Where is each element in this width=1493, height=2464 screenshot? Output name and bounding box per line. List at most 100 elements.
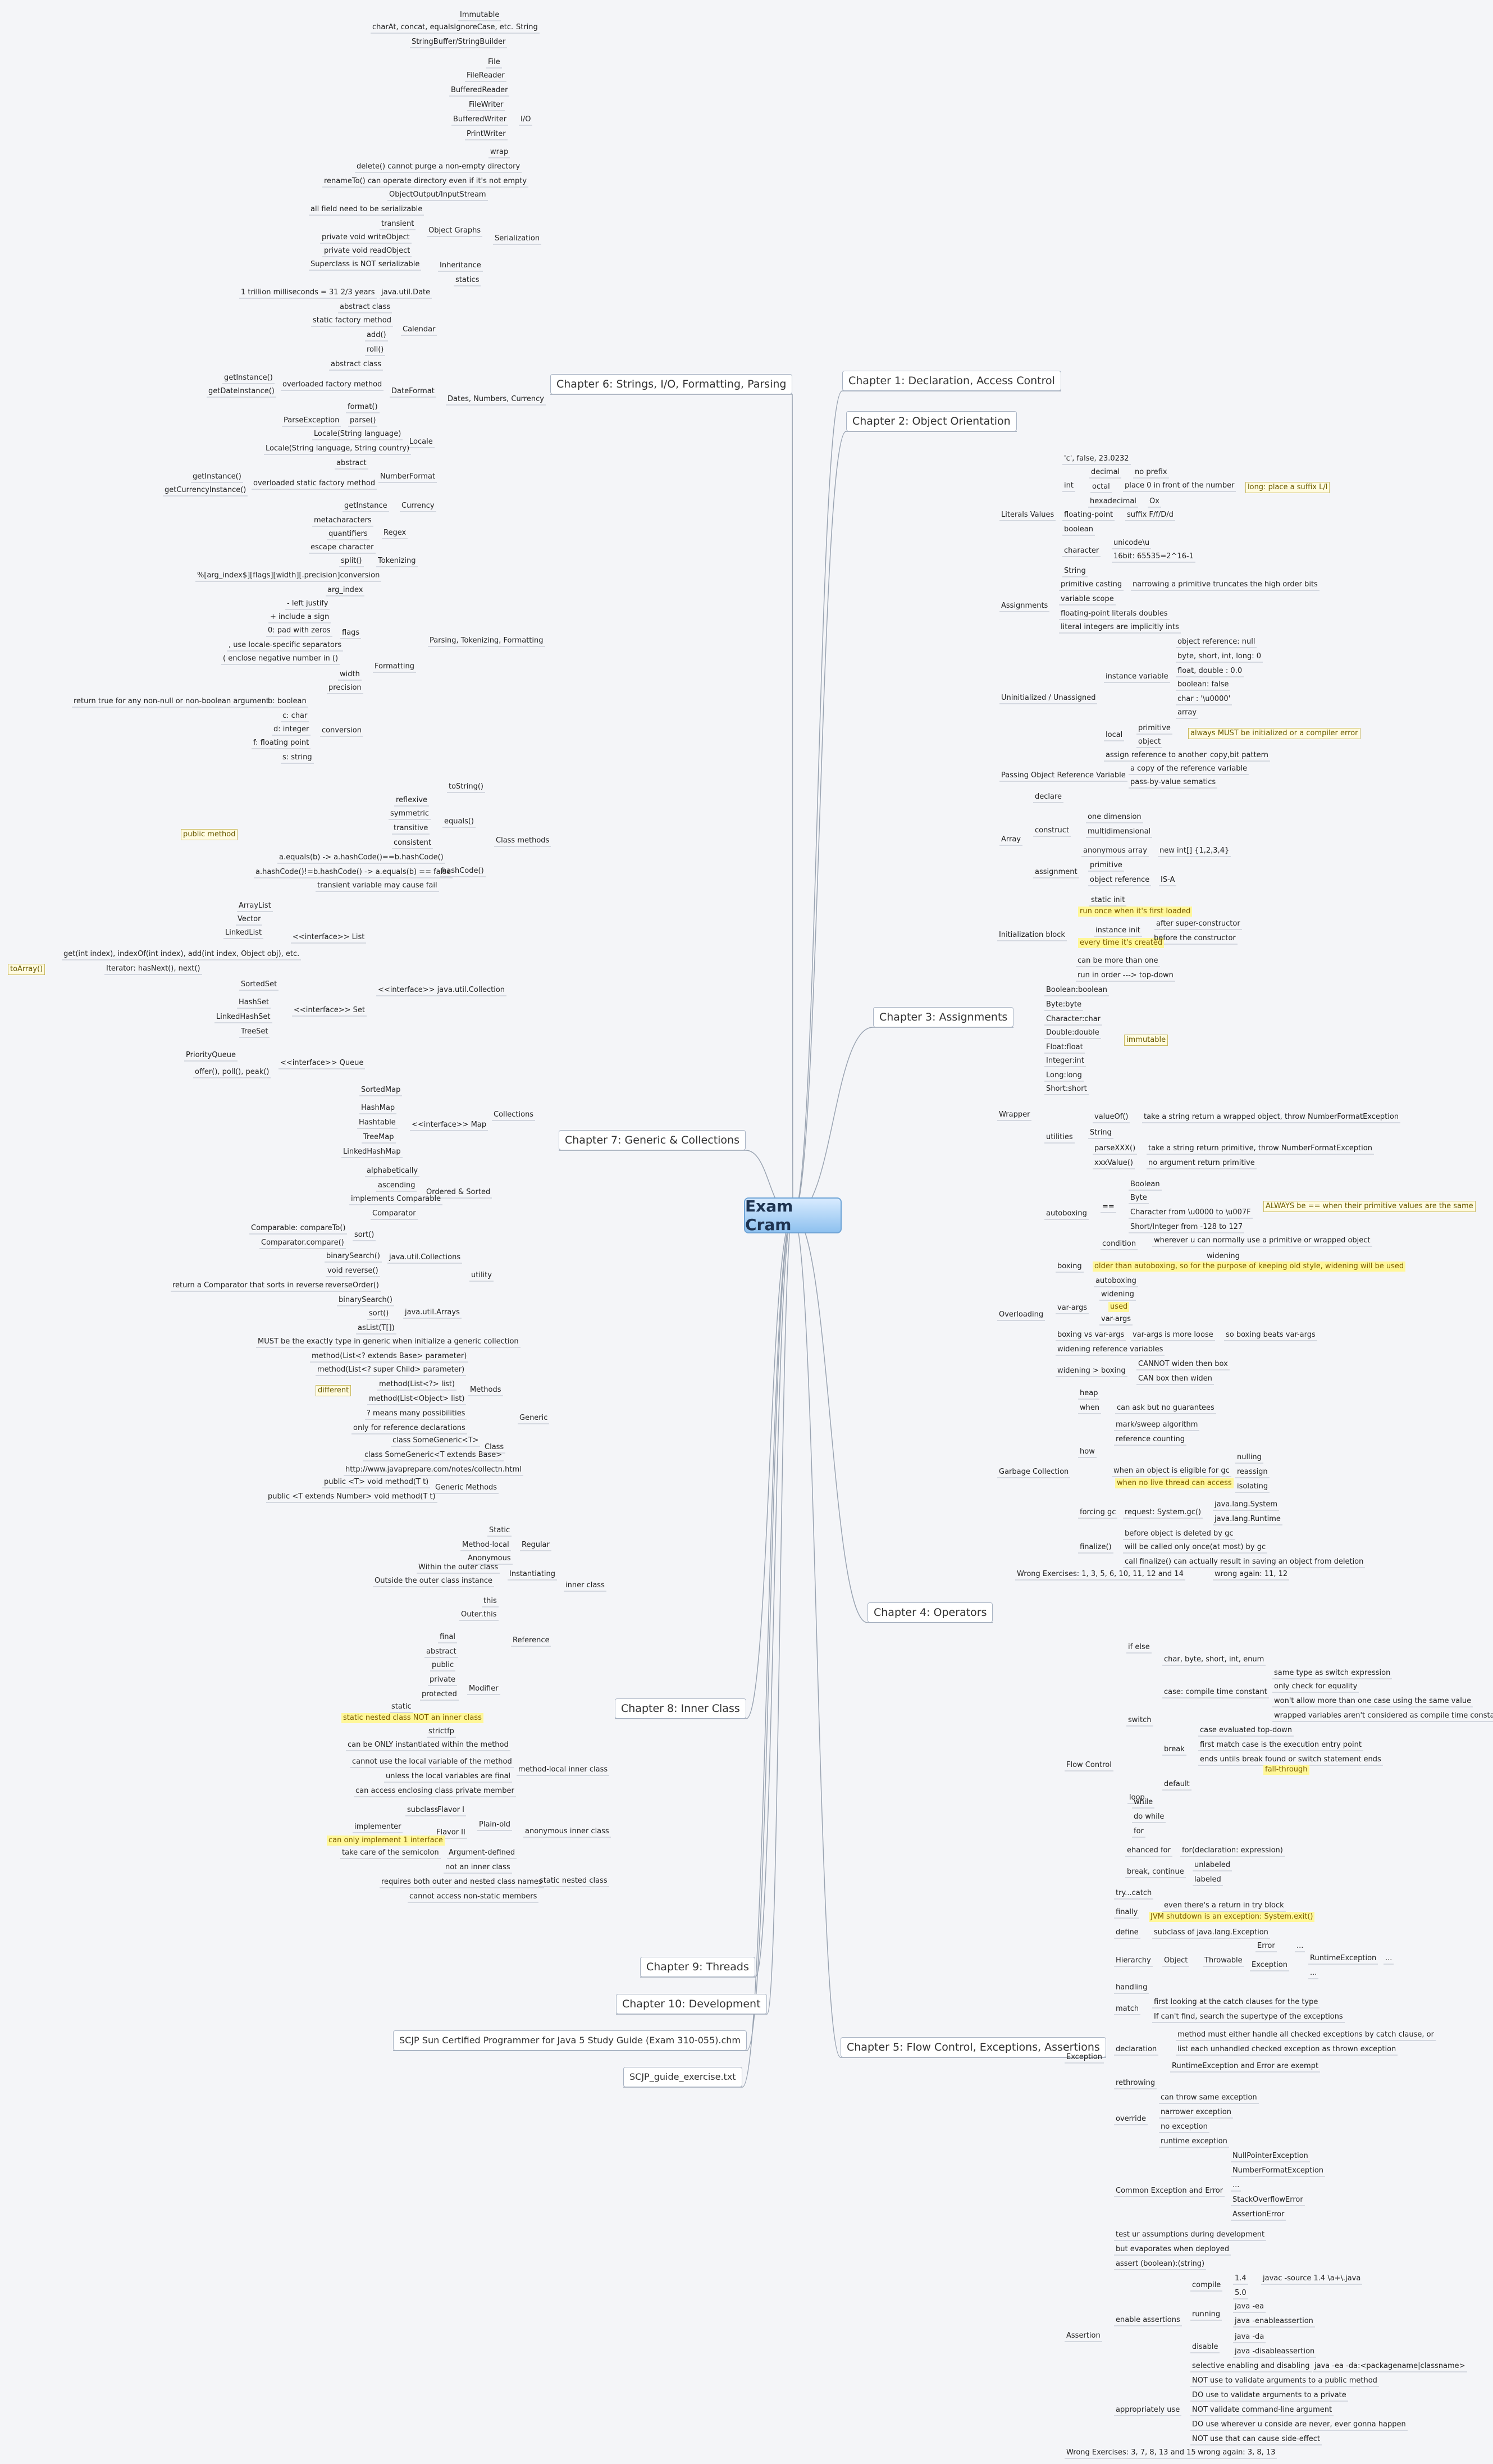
node[interactable]: getInstance() (193, 472, 241, 481)
node[interactable]: + include a sign (270, 613, 330, 621)
node[interactable]: Class methods (496, 836, 550, 845)
node[interactable]: Vector (238, 915, 261, 923)
node[interactable]: Overloading (999, 1310, 1044, 1319)
node[interactable]: Float:float (1046, 1043, 1083, 1051)
chapter-6[interactable]: Chapter 6: Strings, I/O, Formatting, Par… (550, 374, 793, 394)
node[interactable]: isolating (1237, 1482, 1268, 1491)
node[interactable]: int (1064, 481, 1074, 490)
node[interactable]: symmetric (390, 809, 429, 818)
node[interactable]: object (1138, 737, 1161, 746)
node[interactable]: public <T extends Number> void method(T … (268, 1492, 436, 1501)
node[interactable]: Error (1257, 1942, 1275, 1950)
node[interactable]: ... (1232, 2181, 1240, 2189)
node[interactable]: method(List<? extends Base> parameter) (312, 1352, 467, 1360)
node[interactable]: all field need to be serializable (311, 205, 423, 213)
node[interactable]: new int[] {1,2,3,4} (1159, 846, 1230, 855)
node[interactable]: construct (1035, 826, 1070, 835)
node[interactable]: static nested class (540, 1877, 608, 1885)
node[interactable]: transient (381, 220, 414, 228)
node[interactable]: <<interface>> java.util.Collection (378, 986, 505, 994)
node[interactable]: primitive casting (1061, 580, 1122, 589)
node[interactable]: boolean (1064, 525, 1093, 534)
node[interactable]: Superclass is NOT serializable (311, 260, 420, 268)
node[interactable]: LinkedHashSet (216, 1013, 271, 1021)
node[interactable]: String (1064, 567, 1086, 575)
node[interactable]: primitive (1090, 861, 1122, 869)
node[interactable]: StringBuffer/StringBuilder (412, 38, 506, 46)
node[interactable]: Locale(String language, String country) (266, 444, 410, 453)
node[interactable]: pass-by-value sematics (1130, 778, 1216, 786)
node[interactable]: method-local inner class (518, 1765, 608, 1774)
node[interactable]: s: string (282, 753, 312, 762)
node[interactable]: do while (1134, 1812, 1165, 1821)
node[interactable]: boxing vs var-args (1057, 1331, 1125, 1339)
node[interactable]: floating-point literals doubles (1061, 609, 1168, 618)
node[interactable]: I/O (521, 115, 531, 124)
node[interactable]: Flavor I (437, 1806, 465, 1814)
node[interactable]: local (1106, 731, 1123, 739)
node[interactable]: before the constructor (1154, 934, 1236, 942)
node[interactable]: Object Graphs (428, 226, 481, 235)
node[interactable]: AssertionError (1232, 2210, 1285, 2219)
node[interactable]: Hierarchy (1116, 1956, 1151, 1965)
node[interactable]: for (1134, 1827, 1144, 1836)
node[interactable]: nulling (1237, 1453, 1262, 1461)
node[interactable]: loop (1129, 1793, 1145, 1802)
node[interactable]: utilities (1046, 1133, 1073, 1141)
node[interactable]: appropriately use (1116, 2406, 1180, 2414)
node[interactable]: labeled (1194, 1875, 1221, 1884)
node[interactable]: f: floating point (253, 739, 309, 747)
node[interactable]: Garbage Collection (999, 1468, 1069, 1476)
node[interactable]: break, continue (1127, 1868, 1184, 1876)
node[interactable]: object reference (1090, 876, 1150, 884)
node[interactable]: instance init (1095, 926, 1140, 935)
node[interactable]: <<interface>> List (293, 933, 365, 941)
node[interactable]: protected (422, 1690, 457, 1698)
node[interactable]: multidimensional (1088, 827, 1151, 836)
node[interactable]: NumberFormat (380, 472, 436, 481)
chapter-1[interactable]: Chapter 1: Declaration, Access Control (842, 371, 1061, 391)
node[interactable]: String (516, 23, 538, 31)
node[interactable]: offer(), poll(), peak() (195, 1068, 270, 1076)
study-guide-link[interactable]: SCJP Sun Certified Programmer for Java 5… (393, 2030, 747, 2051)
node[interactable]: anonymous array (1083, 846, 1147, 855)
node[interactable]: LinkedHashMap (343, 1147, 401, 1156)
central-topic[interactable]: Exam Cram (744, 1197, 842, 1234)
node[interactable]: Locale(String language) (314, 430, 401, 438)
node[interactable]: Comparator (372, 1209, 416, 1218)
node[interactable]: can access enclosing class private membe… (355, 1787, 514, 1795)
node[interactable]: variable scope (1061, 595, 1114, 603)
node[interactable]: java -disableassertion (1235, 2347, 1315, 2356)
node[interactable]: can be ONLY instantiated within the meth… (348, 1741, 509, 1749)
node[interactable]: before object is deleted by gc (1125, 1529, 1234, 1538)
node[interactable]: test ur assumptions during development (1116, 2230, 1265, 2239)
node[interactable]: implements Comparable (351, 1195, 441, 1203)
node[interactable]: roll() (367, 345, 384, 354)
node[interactable]: unicode\u (1113, 539, 1150, 547)
node[interactable]: static init (1091, 896, 1125, 904)
node[interactable]: unless the local variables are final (386, 1772, 511, 1780)
node[interactable]: java.lang.System (1215, 1500, 1278, 1509)
node[interactable]: wrong again: 3, 8, 13 (1198, 2448, 1276, 2457)
node[interactable]: SortedMap (361, 1086, 401, 1094)
node[interactable]: float, double : 0.0 (1177, 667, 1243, 675)
node[interactable]: class SomeGeneric<T> (392, 1436, 479, 1445)
node[interactable]: call finalize() can actually result in s… (1125, 1557, 1364, 1566)
node[interactable]: BufferedWriter (453, 115, 507, 124)
node[interactable]: default (1164, 1780, 1190, 1788)
node[interactable]: PriorityQueue (186, 1051, 236, 1059)
node[interactable]: Tokenizing (378, 557, 416, 565)
node[interactable]: handling (1116, 1983, 1148, 1992)
node[interactable]: Method-local (462, 1541, 509, 1549)
node[interactable]: private void writeObject (322, 233, 410, 242)
node[interactable]: equals() (444, 817, 474, 826)
node[interactable]: so boxing beats var-args (1226, 1331, 1316, 1339)
node[interactable]: method must either handle all checked ex… (1177, 2030, 1434, 2039)
node[interactable]: implementer (354, 1823, 401, 1831)
chapter-7[interactable]: Chapter 7: Generic & Collections (559, 1130, 746, 1150)
node[interactable]: ... (1385, 1954, 1392, 1962)
node[interactable]: java.util.Arrays (405, 1308, 460, 1317)
node[interactable]: transient variable may cause fail (317, 881, 437, 890)
node[interactable]: override (1116, 2115, 1146, 2123)
node[interactable]: DO use wherever u conside are never, eve… (1192, 2420, 1406, 2429)
